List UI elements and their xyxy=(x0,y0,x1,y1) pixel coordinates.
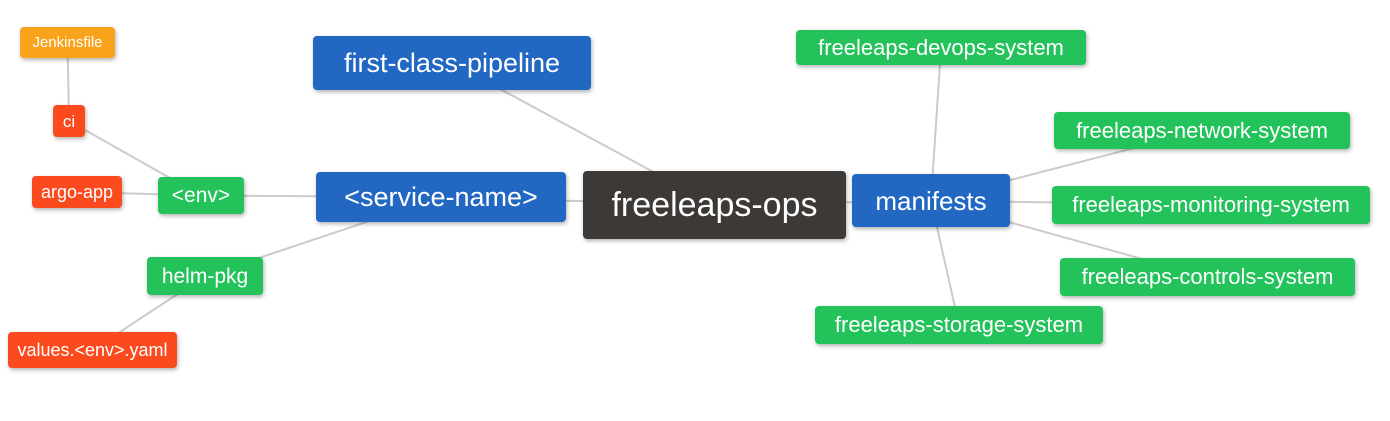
node-monitoring-system[interactable]: freeleaps-monitoring-system xyxy=(1052,186,1370,224)
node-network-system[interactable]: freeleaps-network-system xyxy=(1054,112,1350,149)
node-freeleaps-ops[interactable]: freeleaps-ops xyxy=(583,171,846,239)
node-env[interactable]: <env> xyxy=(158,177,244,214)
node-devops-system[interactable]: freeleaps-devops-system xyxy=(796,30,1086,65)
node-service-name[interactable]: <service-name> xyxy=(316,172,566,222)
node-controls-system[interactable]: freeleaps-controls-system xyxy=(1060,258,1355,296)
node-storage-system[interactable]: freeleaps-storage-system xyxy=(815,306,1103,344)
node-values-env-yaml[interactable]: values.<env>.yaml xyxy=(8,332,177,368)
node-argo-app[interactable]: argo-app xyxy=(32,176,122,208)
node-first-class-pipeline[interactable]: first-class-pipeline xyxy=(313,36,591,90)
node-jenkinsfile[interactable]: Jenkinsfile xyxy=(20,27,115,58)
node-ci[interactable]: ci xyxy=(53,105,85,137)
node-manifests[interactable]: manifests xyxy=(852,174,1010,227)
node-helm-pkg[interactable]: helm-pkg xyxy=(147,257,263,295)
